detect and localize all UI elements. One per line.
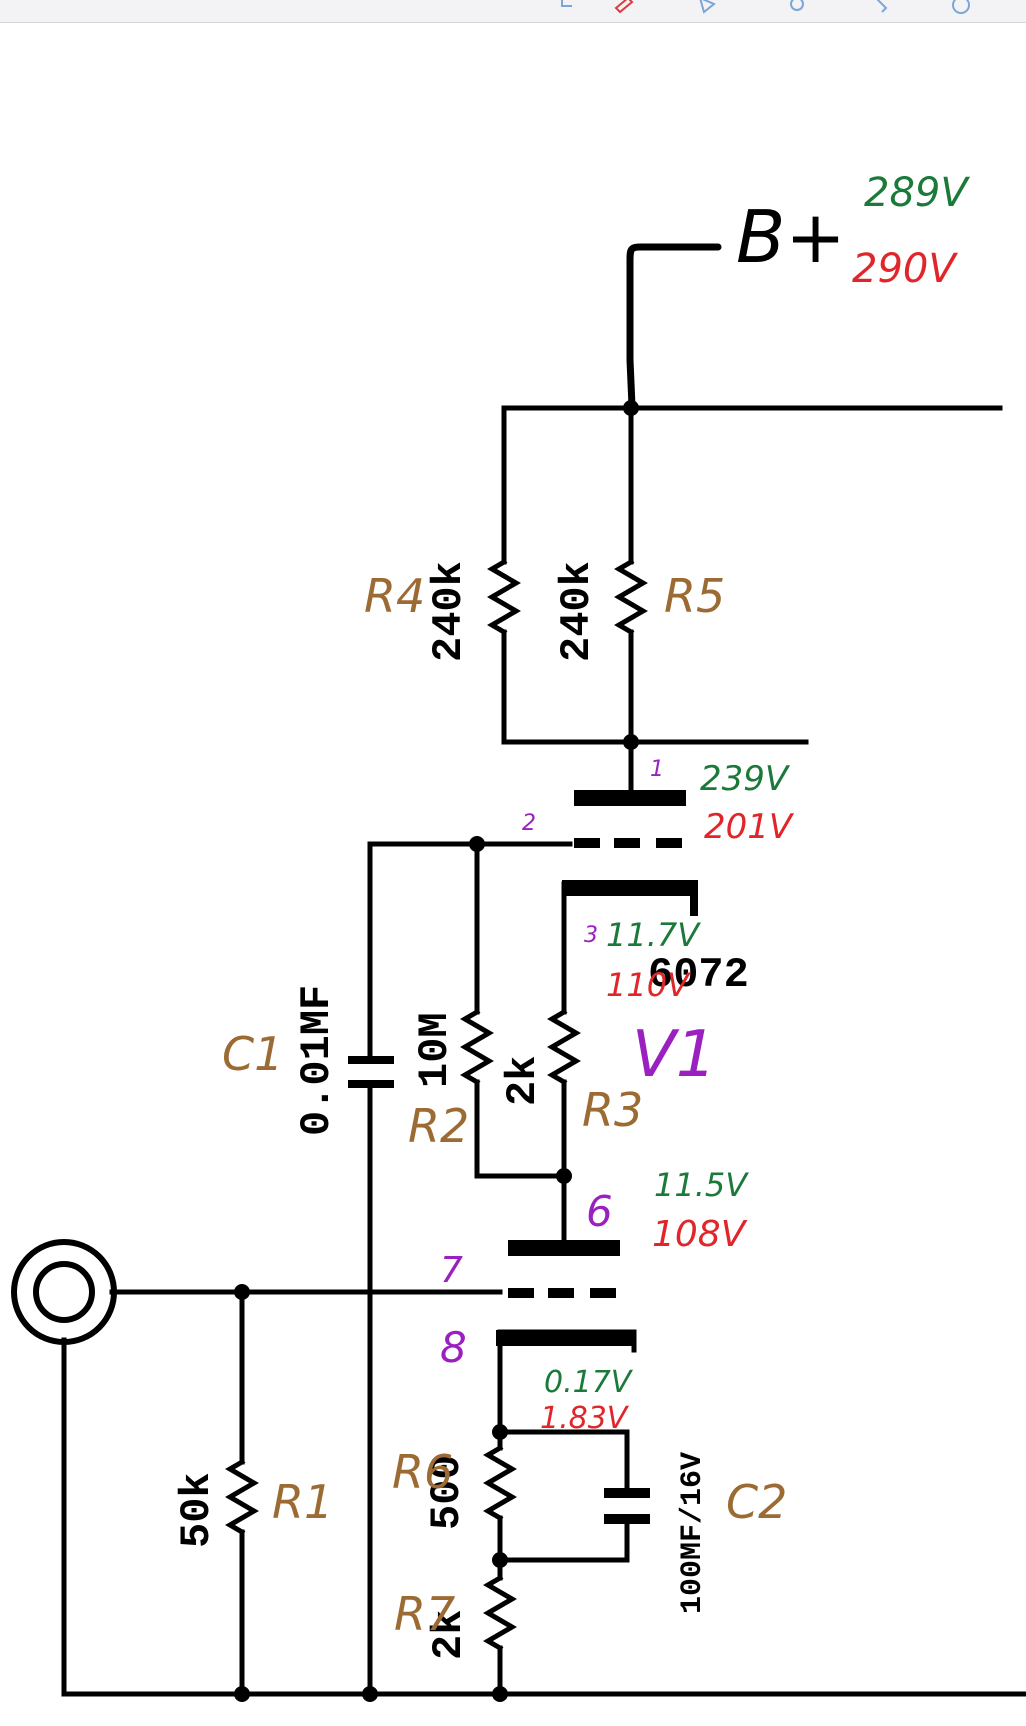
pin6-voltage-green: 11.5V	[654, 1166, 749, 1204]
c2-plate-bottom	[604, 1514, 650, 1524]
pin3-voltage-red: 110V	[606, 966, 691, 1004]
pin-6: 6	[586, 1187, 613, 1236]
r6-label: R6	[392, 1445, 453, 1499]
junction-dot	[492, 1686, 508, 1702]
r5-value: 240k	[553, 561, 601, 662]
pin-8: 8	[440, 1323, 467, 1372]
r5-resistor	[614, 558, 648, 636]
r1-value: 50k	[173, 1472, 221, 1548]
pin-2: 2	[522, 811, 536, 836]
r3-label: R3	[582, 1083, 643, 1137]
tube-designator: V1	[632, 1018, 717, 1092]
r4-resistor	[487, 558, 521, 636]
r6-resistor	[483, 1444, 517, 1522]
bplus-label: B+	[736, 195, 846, 279]
pin-1: 1	[650, 757, 664, 782]
r7-resistor	[483, 1574, 517, 1652]
bplus-measured-red: 290V	[852, 246, 958, 292]
tube-cathode-3-right	[690, 880, 698, 916]
r3-value: 2k	[499, 1056, 547, 1106]
bplus-lead	[626, 243, 722, 410]
pin8-voltage-green: 0.17V	[544, 1365, 634, 1400]
pin1-voltage-green: 239V	[700, 759, 791, 799]
r2-wire-bottom	[474, 1079, 567, 1179]
tube-cathode-8	[496, 1330, 632, 1346]
c1-plate-bottom	[348, 1080, 394, 1088]
r7-label: R7	[394, 1587, 455, 1641]
r2-value: 10M	[411, 1012, 459, 1088]
r1-label: R1	[272, 1475, 333, 1529]
pin-3: 3	[584, 923, 598, 948]
input-jack-icon	[11, 1239, 117, 1345]
pin3-voltage-green: 11.7V	[606, 916, 701, 954]
bplus-measured-green: 289V	[864, 170, 970, 216]
shape-icon[interactable]	[696, 0, 718, 16]
r5-label: R5	[664, 569, 725, 623]
c2-loop	[497, 1429, 630, 1563]
r1-resistor	[225, 1458, 259, 1536]
junction-dot	[492, 1552, 508, 1568]
r7-value: 2k	[425, 1610, 473, 1660]
c1-value: 0.01MF	[293, 985, 341, 1136]
tube-cathode-3	[562, 880, 698, 896]
c2-label: C2	[726, 1475, 787, 1529]
r4-value: 240k	[425, 561, 473, 662]
toolbar	[0, 0, 1026, 23]
tube-grid-7-c	[590, 1288, 616, 1298]
tube-grid-7-a	[508, 1288, 534, 1298]
c2-plate-top	[604, 1488, 650, 1498]
junction-dot	[623, 400, 639, 416]
r3-resistor	[547, 1008, 581, 1086]
marker-icon[interactable]	[870, 0, 892, 16]
junction-dot	[234, 1284, 250, 1300]
scroll-icon[interactable]	[556, 0, 578, 16]
tube-grid-2-b	[614, 838, 640, 848]
r4-label: R4	[364, 569, 425, 623]
tube-grid-2-c	[656, 838, 682, 848]
c2-value: 100MF/16V	[676, 1452, 710, 1614]
c1-label: C1	[222, 1027, 283, 1081]
pin8-voltage-red: 1.83V	[540, 1401, 630, 1436]
pin-icon[interactable]	[786, 0, 808, 16]
tube-grid-2-a	[574, 838, 600, 848]
tube-grid-7-b	[548, 1288, 574, 1298]
pin-7: 7	[440, 1250, 463, 1291]
pin1-voltage-red: 201V	[704, 807, 795, 847]
r2-resistor	[460, 1008, 494, 1086]
tube-plate-6	[508, 1240, 620, 1256]
tube-type: 6072	[648, 951, 749, 999]
c1-plate-top	[348, 1056, 394, 1064]
circle-icon[interactable]	[950, 0, 972, 16]
r6-value: 500	[423, 1454, 471, 1530]
junction-dot	[234, 1686, 250, 1702]
junction-dot	[556, 1168, 572, 1184]
pin6-voltage-red: 108V	[652, 1214, 748, 1255]
junction-dot	[623, 734, 639, 750]
pen-icon[interactable]	[612, 0, 634, 16]
junction-dot	[492, 1424, 508, 1440]
r2-label: R2	[408, 1099, 469, 1153]
junction-dot	[469, 836, 485, 852]
junction-dot	[362, 1686, 378, 1702]
tube-plate-1	[574, 790, 686, 806]
